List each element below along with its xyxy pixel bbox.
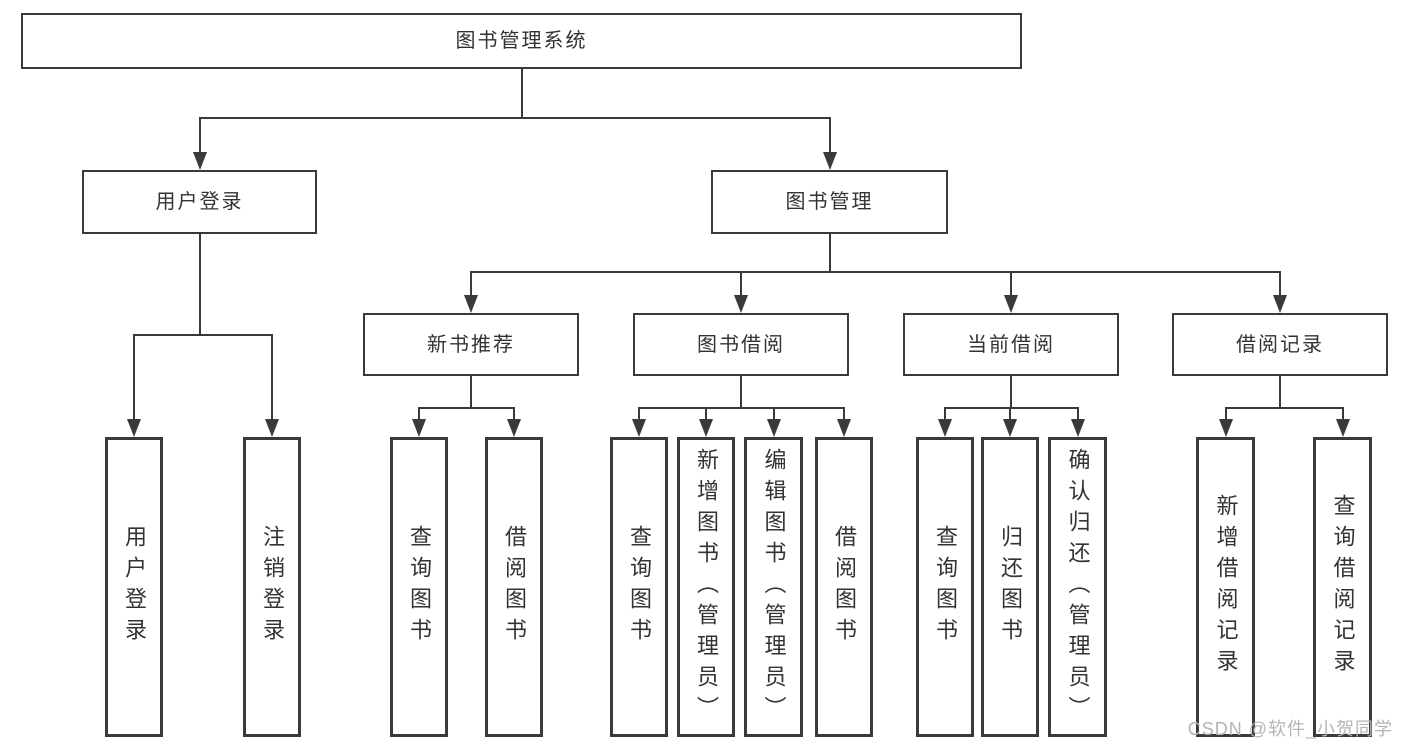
node-label-leaf-bb-edit: 编辑图书（管理员）	[761, 447, 787, 727]
node-new-book-recommend: 新书推荐	[363, 313, 579, 376]
node-label-leaf-rec-query: 查询图书	[407, 525, 432, 649]
edge-drop-book-borrow	[740, 272, 742, 298]
node-leaf-cb-confirm: 确认归还（管理员）	[1048, 437, 1107, 737]
node-leaf-br-add: 新增借阅记录	[1196, 437, 1255, 737]
edge-drop-borrow-records	[1279, 272, 1281, 298]
node-label-leaf-user-login: 用户登录	[122, 525, 147, 649]
edge-drop-leaf-user-login	[133, 335, 135, 422]
node-leaf-bb-borrow: 借阅图书	[815, 437, 873, 737]
edge-drop-leaf-cb-return	[1009, 408, 1011, 422]
edge-branch-book-borrow	[638, 407, 845, 409]
node-label-leaf-rec-borrow: 借阅图书	[502, 525, 527, 649]
edge-drop-leaf-bb-borrow	[843, 408, 845, 422]
node-label-leaf-cb-confirm: 确认归还（管理员）	[1065, 447, 1091, 727]
arrowhead-leaf-cb-query	[938, 419, 952, 437]
node-leaf-bb-edit: 编辑图书（管理员）	[744, 437, 803, 737]
arrowhead-leaf-logout	[265, 419, 279, 437]
edge-drop-leaf-rec-borrow	[513, 408, 515, 422]
edge-branch-current-borrow	[944, 407, 1079, 409]
arrowhead-leaf-br-add	[1218, 419, 1233, 437]
edge-stem-user-login	[198, 234, 201, 335]
edge-drop-leaf-logout	[271, 335, 273, 422]
arrowhead-leaf-bb-query	[632, 419, 646, 437]
edge-stem-book-borrow	[740, 376, 742, 408]
node-label-root: 图书管理系统	[455, 30, 588, 52]
edge-drop-leaf-bb-edit	[772, 408, 775, 422]
edge-drop-leaf-br-add	[1224, 408, 1227, 422]
edge-drop-leaf-cb-query	[944, 408, 946, 422]
csdn-watermark: CSDN @软件_小贺同学	[1187, 719, 1393, 739]
edge-drop-current-borrow	[1010, 272, 1012, 298]
edge-drop-leaf-bb-query	[638, 408, 640, 422]
arrowhead-new-book-recommend	[464, 295, 478, 313]
edge-branch-new-book-recommend	[418, 407, 515, 409]
arrowhead-book-management	[822, 152, 837, 170]
edge-drop-book-management	[828, 118, 831, 155]
arrowhead-leaf-user-login	[127, 419, 141, 437]
node-label-borrow-records: 借阅记录	[1236, 333, 1324, 356]
arrowhead-current-borrow	[1004, 295, 1018, 313]
arrowhead-leaf-bb-borrow	[837, 419, 851, 437]
node-label-leaf-br-query: 查询借阅记录	[1330, 494, 1356, 680]
node-book-management: 图书管理	[711, 170, 948, 234]
node-user-login: 用户登录	[82, 170, 317, 234]
arrowhead-borrow-records	[1273, 295, 1287, 313]
edge-drop-new-book-recommend	[470, 272, 472, 298]
node-label-leaf-logout: 注销登录	[260, 525, 285, 649]
node-leaf-cb-return: 归还图书	[981, 437, 1039, 737]
edge-drop-user-login	[198, 118, 201, 155]
edge-drop-leaf-br-query	[1341, 408, 1344, 422]
arrowhead-leaf-br-query	[1335, 419, 1350, 437]
node-book-borrow: 图书借阅	[633, 313, 849, 376]
node-label-user-login: 用户登录	[155, 191, 244, 213]
edge-stem-current-borrow	[1010, 376, 1012, 408]
node-leaf-bb-add: 新增图书（管理员）	[677, 437, 735, 737]
arrowhead-leaf-rec-borrow	[507, 419, 521, 437]
node-label-leaf-cb-query: 查询图书	[933, 525, 958, 649]
node-leaf-cb-query: 查询图书	[916, 437, 974, 737]
node-leaf-rec-query: 查询图书	[390, 437, 448, 737]
edge-stem-book-management	[828, 234, 831, 272]
node-leaf-bb-query: 查询图书	[610, 437, 668, 737]
node-label-book-management: 图书管理	[785, 191, 874, 213]
node-label-leaf-br-add: 新增借阅记录	[1213, 494, 1239, 680]
node-borrow-records: 借阅记录	[1172, 313, 1388, 376]
arrowhead-leaf-bb-edit	[766, 419, 781, 437]
node-label-current-borrow: 当前借阅	[967, 333, 1055, 356]
edge-stem-borrow-records	[1279, 376, 1281, 408]
node-leaf-br-query: 查询借阅记录	[1313, 437, 1372, 737]
edge-drop-leaf-rec-query	[418, 408, 420, 422]
edge-drop-leaf-cb-confirm	[1076, 408, 1079, 422]
node-current-borrow: 当前借阅	[903, 313, 1119, 376]
arrowhead-leaf-cb-return	[1003, 419, 1017, 437]
node-label-book-borrow: 图书借阅	[697, 333, 785, 356]
edge-drop-leaf-bb-add	[705, 408, 707, 422]
node-root: 图书管理系统	[21, 13, 1022, 69]
arrowhead-leaf-rec-query	[412, 419, 426, 437]
arrowhead-leaf-cb-confirm	[1070, 419, 1085, 437]
arrowhead-leaf-bb-add	[699, 419, 713, 437]
node-leaf-rec-borrow: 借阅图书	[485, 437, 543, 737]
node-label-new-book-recommend: 新书推荐	[427, 333, 515, 356]
node-leaf-user-login: 用户登录	[105, 437, 163, 737]
arrowhead-book-borrow	[734, 295, 748, 313]
edge-stem-root	[520, 69, 523, 118]
node-leaf-logout: 注销登录	[243, 437, 301, 737]
edge-branch-user-login	[133, 334, 273, 336]
edge-stem-new-book-recommend	[470, 376, 472, 408]
node-label-leaf-bb-add: 新增图书（管理员）	[694, 447, 719, 727]
arrowhead-user-login	[192, 152, 207, 170]
node-label-leaf-bb-query: 查询图书	[627, 525, 652, 649]
edge-branch-book-management	[470, 271, 1281, 273]
node-label-leaf-bb-borrow: 借阅图书	[832, 525, 857, 649]
edge-branch-borrow-records	[1224, 407, 1344, 409]
edge-branch-root	[198, 117, 831, 119]
node-label-leaf-cb-return: 归还图书	[998, 525, 1023, 649]
